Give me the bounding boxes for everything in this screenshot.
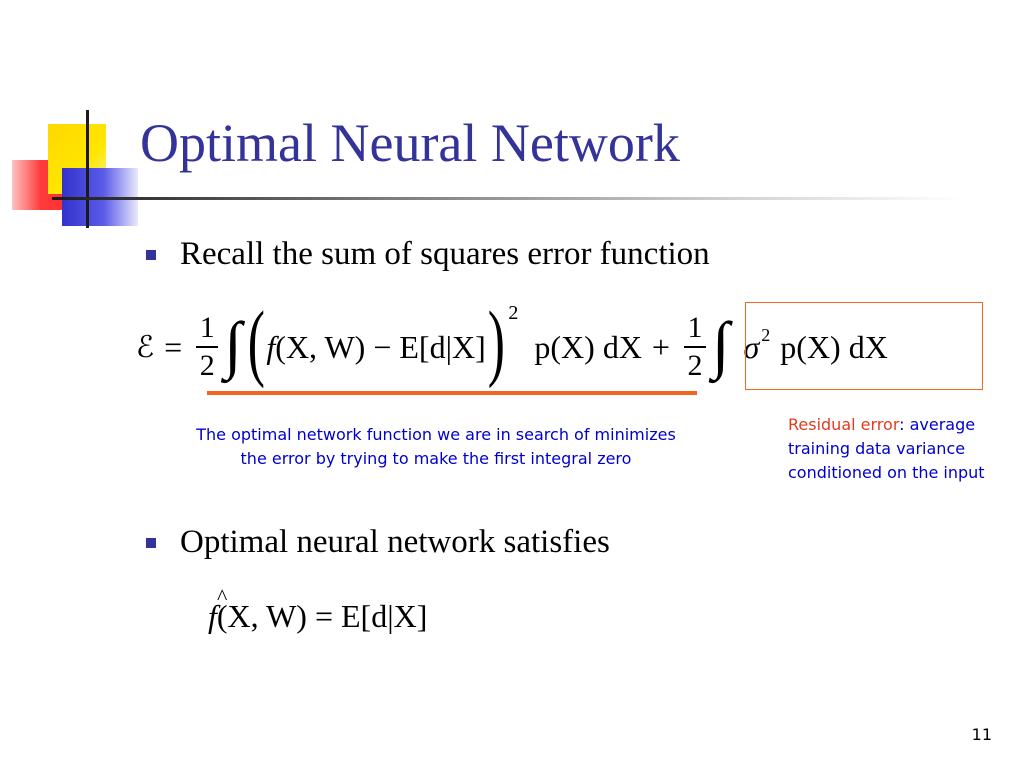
integral-sign: ∫ (224, 309, 242, 380)
residual-error-description: average training data variance condition… (788, 415, 985, 482)
network-function-f: f (266, 328, 276, 365)
equals-sign: = (306, 597, 341, 634)
conditional-expectation: E[d|X] (340, 597, 428, 634)
plus-sign: + (651, 328, 670, 365)
sigma-exponent: 2 (761, 324, 771, 345)
fraction-denominator: 2 (687, 349, 703, 382)
error-symbol: ℰ (136, 330, 155, 364)
bullet-recall: Recall the sum of squares error function (146, 236, 710, 273)
one-half-fraction: 1 2 (196, 311, 219, 382)
fraction-denominator: 2 (199, 349, 215, 382)
fraction-numerator: 1 (687, 311, 703, 344)
f-hat-letter: f (208, 597, 217, 634)
square-exponent: 2 (508, 301, 519, 324)
bullet-text: Recall the sum of squares error function (180, 236, 710, 272)
page-number: 11 (971, 725, 992, 744)
one-half-fraction-second: 1 2 (683, 311, 706, 382)
density-term: p(X) dX (534, 328, 642, 365)
f-hat: f ^ (208, 584, 227, 635)
bullet-text: Optimal neural network satisfies (180, 524, 610, 560)
residual-error-highlight-box (745, 302, 983, 390)
right-paren: ) (487, 293, 505, 389)
integral-sign-second: ∫ (711, 309, 730, 380)
optimal-network-equation: f ^ (X, W) = E[d|X] (208, 584, 428, 646)
optimal-network-note: The optimal network function we are in s… (126, 423, 746, 471)
network-function-args: (X, W) (275, 328, 366, 365)
optimal-note-line-1: The optimal network function we are in s… (196, 425, 676, 444)
fraction-numerator: 1 (199, 311, 215, 344)
density-term-second: p(X) dX (780, 328, 888, 365)
slide-title: Optimal Neural Network (140, 113, 680, 173)
sigma-symbol: σ (743, 328, 760, 365)
bullet-square-icon (146, 537, 156, 548)
optimal-note-line-2: the error by trying to make the first in… (240, 449, 632, 468)
equals-sign: = (164, 328, 183, 365)
bullet-square-icon (146, 249, 156, 260)
minus-sign: − (365, 328, 400, 365)
first-integral-underline (207, 391, 697, 395)
fraction-bar (683, 346, 706, 348)
title-underline-rule (52, 197, 962, 200)
residual-error-label: Residual error (788, 415, 900, 434)
left-paren: ( (247, 293, 265, 389)
f-hat-args: (X, W) (216, 597, 307, 634)
residual-error-colon: : (899, 415, 905, 434)
hat-accent: ^ (217, 583, 228, 609)
title-decoration-vertical-line (86, 110, 89, 228)
fraction-bar (196, 346, 219, 348)
error-function-equation: ℰ = 1 2 ∫ ( f (X, W) − E[d|X] ) 2 p(X) d… (136, 293, 996, 400)
conditional-expectation: E[d|X] (399, 328, 486, 365)
bullet-optimal: Optimal neural network satisfies (146, 524, 610, 561)
equation-row: ℰ = 1 2 ∫ ( f (X, W) − E[d|X] ) 2 p(X) d… (136, 293, 888, 394)
residual-error-note: Residual error: average training data va… (788, 413, 988, 485)
